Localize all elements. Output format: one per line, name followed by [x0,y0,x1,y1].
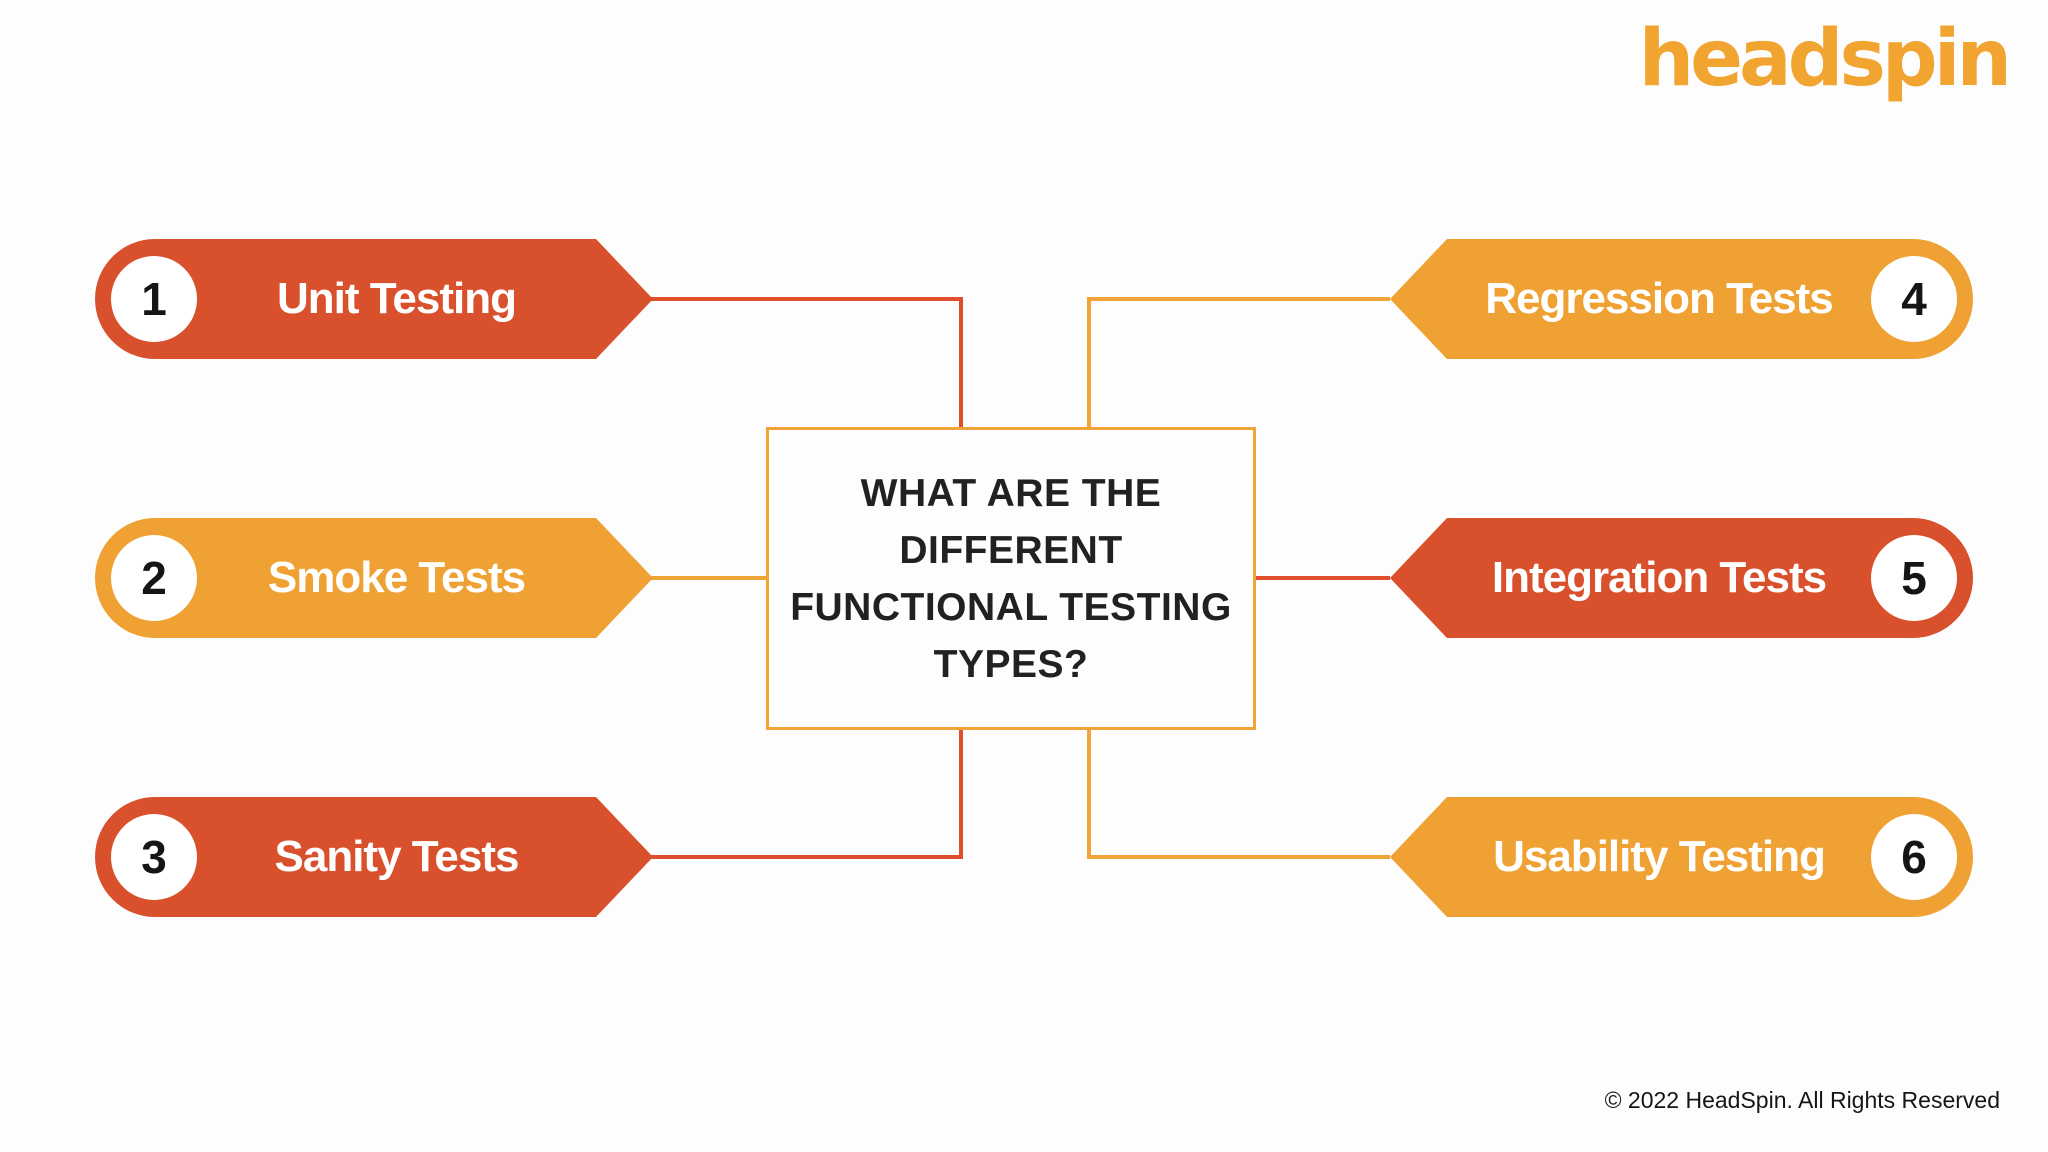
badge-number: 3 [141,831,167,883]
banner-label: Regression Tests [1485,274,1834,323]
copyright-text: © 2022 HeadSpin. All Rights Reserved [1604,1087,2000,1113]
banner-regression-tests: Regression Tests 4 [1390,239,1973,359]
badge-number: 6 [1901,831,1927,883]
number-badge: 4 [1871,256,1957,342]
banner-label: Usability Testing [1493,832,1826,881]
badge-number: 4 [1901,273,1927,325]
banner-usability-testing: Usability Testing 6 [1390,797,1973,917]
number-badge: 5 [1871,535,1957,621]
arrow-tip-icon [596,239,653,359]
banner-unit-testing: 1 Unit Testing [95,239,653,359]
connector-usability-testing [1087,730,1390,859]
arrow-tip-icon [1390,518,1447,638]
central-question-box: WHAT ARE THE DIFFERENT FUNCTIONAL TESTIN… [766,427,1256,730]
banner-body: Usability Testing 6 [1447,797,1973,917]
banner-body: 1 Unit Testing [95,239,596,359]
question-line: FUNCTIONAL TESTING [790,585,1232,629]
number-badge: 3 [111,814,197,900]
connector-sanity-tests [637,730,963,859]
connector-unit-testing [637,297,963,427]
banner-smoke-tests: 2 Smoke Tests [95,518,653,638]
banner-label: Sanity Tests [274,832,520,881]
badge-number: 5 [1901,552,1927,604]
banner-body: 3 Sanity Tests [95,797,596,917]
banner-label: Unit Testing [277,274,517,323]
banner-body: Regression Tests 4 [1447,239,1973,359]
headspin-logo: headspin [1638,14,2012,104]
banner-body: Integration Tests 5 [1447,518,1973,638]
question-line: DIFFERENT [899,528,1123,572]
banner-label: Smoke Tests [267,553,526,602]
arrow-tip-icon [1390,797,1447,917]
banner-integration-tests: Integration Tests 5 [1390,518,1973,638]
number-badge: 1 [111,256,197,342]
arrow-tip-icon [596,797,653,917]
banner-label: Integration Tests [1491,553,1827,602]
banner-sanity-tests: 3 Sanity Tests [95,797,653,917]
question-line: TYPES? [933,642,1089,686]
connector-regression-tests [1087,297,1390,427]
question-line: WHAT ARE THE [860,471,1162,515]
arrow-tip-icon [1390,239,1447,359]
badge-number: 1 [141,273,167,325]
badge-number: 2 [141,552,167,604]
number-badge: 2 [111,535,197,621]
number-badge: 6 [1871,814,1957,900]
banner-body: 2 Smoke Tests [95,518,596,638]
arrow-tip-icon [596,518,653,638]
